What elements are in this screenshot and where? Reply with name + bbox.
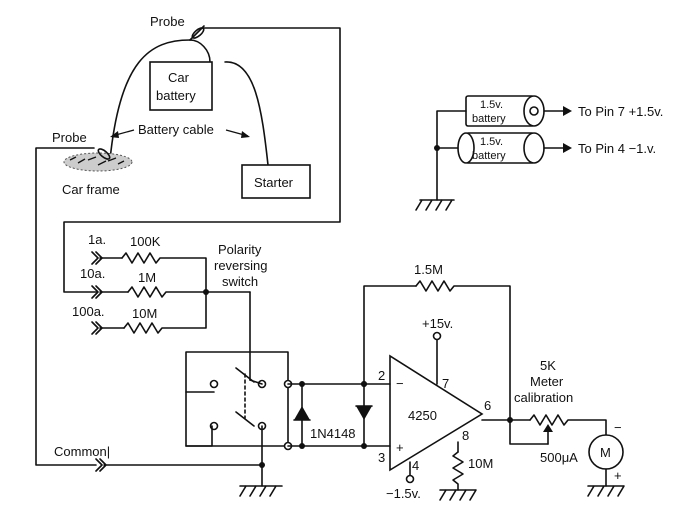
resistor-10m <box>123 291 207 334</box>
label-battery2-b: battery <box>472 150 506 162</box>
diodes <box>287 381 373 449</box>
resistor-100k <box>121 252 207 293</box>
switch-frame <box>185 351 289 447</box>
probe-top-icon <box>191 27 205 39</box>
resistor-1-5m <box>415 280 511 421</box>
switch-blade-2 <box>235 411 255 427</box>
label-pin8: 8 <box>462 428 469 443</box>
resistor-10m-b <box>452 451 464 491</box>
cable-left <box>109 39 191 161</box>
label-range-100a: 100a. <box>72 304 105 319</box>
label-polarity-3: switch <box>222 274 258 289</box>
label-battery1-b: battery <box>472 113 506 125</box>
label-meter-minus: − <box>614 420 622 435</box>
ground-switch <box>239 485 283 497</box>
common-line <box>95 458 263 472</box>
label-pin3: 3 <box>378 450 385 465</box>
label-r-100k: 100K <box>130 234 161 249</box>
pot-5k <box>529 414 607 437</box>
label-probe-top: Probe <box>150 14 185 29</box>
label-battery2-a: 1.5v. <box>480 136 503 148</box>
label-starter: Starter <box>254 175 294 190</box>
resistor-1m <box>127 286 251 298</box>
diode-1 <box>294 406 310 420</box>
cable-right <box>224 61 269 166</box>
label-battery-cable: Battery cable <box>138 122 214 137</box>
opamp-body <box>389 354 484 472</box>
label-to-pin4: To Pin 4 −1.v. <box>578 141 656 156</box>
ground-opamp <box>439 489 477 501</box>
supply-batteries <box>415 95 572 211</box>
meter-calibration <box>509 414 625 497</box>
label-plus15: +15v. <box>422 316 453 331</box>
label-meter-plus: + <box>614 468 622 483</box>
label-to-pin7: To Pin 7 +1.5v. <box>578 104 663 119</box>
cable-mid <box>189 39 211 63</box>
ground-battery <box>415 199 455 211</box>
polarity-switch <box>185 351 293 497</box>
label-pin2: 2 <box>378 368 385 383</box>
label-battery1-a: 1.5v. <box>480 99 503 111</box>
label-probe-left: Probe <box>52 130 87 145</box>
label-polarity-1: Polarity <box>218 242 262 257</box>
starter-box <box>241 164 311 199</box>
label-meter-range: 500μA <box>540 450 578 465</box>
label-minus: − <box>396 376 404 391</box>
label-car-battery-2: battery <box>156 88 196 103</box>
label-minus15: −1.5v. <box>386 486 421 501</box>
probe-lead-top <box>63 27 341 293</box>
label-range-1a: 1a. <box>88 232 106 247</box>
label-r-10m: 10M <box>132 306 157 321</box>
label-pin6: 6 <box>484 398 491 413</box>
labels: Probe Car battery Battery cable Probe Ca… <box>52 14 663 501</box>
label-plus: + <box>396 440 404 455</box>
label-r-1-5m: 1.5M <box>414 262 443 277</box>
label-pot-3: calibration <box>514 390 573 405</box>
probe-left-icon <box>97 148 111 160</box>
label-polarity-2: reversing <box>214 258 267 273</box>
label-pin4: 4 <box>412 458 419 473</box>
label-meter: M <box>600 445 611 460</box>
ground-meter <box>587 485 625 497</box>
label-pot-2: Meter <box>530 374 564 389</box>
label-r-10m-b: 10M <box>468 456 493 471</box>
label-car-frame: Car frame <box>62 182 120 197</box>
car-frame-icon <box>63 152 133 172</box>
label-car-battery-1: Car <box>168 70 190 85</box>
label-common: Common| <box>54 444 110 459</box>
label-r-1m: 1M <box>138 270 156 285</box>
label-pin7: 7 <box>442 376 449 391</box>
car-battery-section <box>35 25 341 466</box>
diode-2 <box>356 406 372 420</box>
label-ic: 4250 <box>408 408 437 423</box>
car-battery-box <box>149 61 213 111</box>
label-diode: 1N4148 <box>310 426 356 441</box>
label-range-10a: 10a. <box>80 266 105 281</box>
range-resistors <box>91 251 251 381</box>
opamp-4250 <box>361 280 531 501</box>
label-pot-1: 5K <box>540 358 556 373</box>
probe-left-lead <box>35 147 97 466</box>
